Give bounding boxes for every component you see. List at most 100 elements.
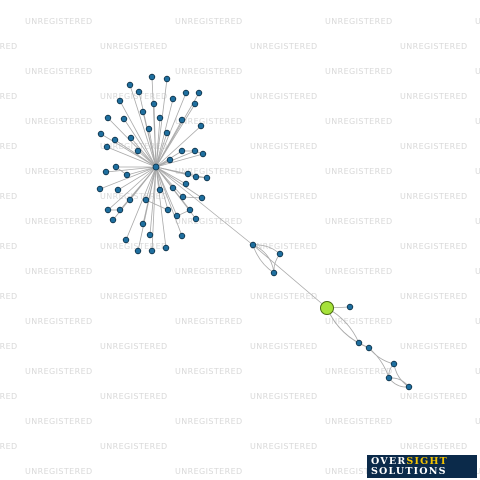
leaf-node — [139, 108, 147, 116]
watermark-text: UNREGISTERED — [175, 317, 243, 326]
hub-edge — [100, 133, 157, 168]
graph-nodes — [96, 73, 413, 391]
hub-edge — [155, 92, 187, 168]
leaf-node — [109, 216, 117, 224]
watermark-text: UNREGISTERED — [175, 117, 243, 126]
watermark-text: UNREGISTERED — [400, 392, 468, 401]
watermark-text: UNREGISTERED — [100, 442, 168, 451]
watermark-text: UNREGISTERED — [325, 17, 393, 26]
hub-edge — [149, 166, 157, 236]
hub-edge — [126, 166, 157, 176]
watermark-text: UNREGISTERED — [400, 442, 468, 451]
hub-edge — [155, 166, 167, 249]
watermark-text: UNREGISTERED — [25, 467, 93, 476]
watermark-text: UNREGISTERED — [175, 67, 243, 76]
watermark-text: UNREGISTERED — [325, 467, 393, 476]
leaf-node — [192, 215, 200, 223]
leaf-node — [145, 125, 153, 133]
hub-edge — [155, 153, 204, 168]
watermark-text: UNREGISTERED — [325, 417, 393, 426]
hub-edge — [155, 166, 161, 191]
leaf-node — [169, 184, 177, 192]
watermark-text: UNREGISTERED — [325, 67, 393, 76]
watermark-text: UNREGISTERED — [25, 267, 93, 276]
leaf-node — [163, 75, 171, 83]
hub-edge — [137, 166, 157, 252]
leaf-node — [139, 220, 147, 228]
watermark-text: UNREGISTERED — [0, 342, 18, 351]
watermark-text: UNREGISTERED — [325, 367, 393, 376]
leaf-node — [116, 206, 124, 214]
watermark-text: UNREGISTERED — [475, 167, 480, 176]
chain-node — [249, 241, 257, 249]
hub-edge — [155, 150, 196, 168]
hub-edge — [142, 111, 157, 168]
leaf-node — [96, 185, 104, 193]
leaf-node — [186, 206, 194, 214]
watermark-text: UNREGISTERED — [175, 267, 243, 276]
leaf-node — [182, 180, 190, 188]
leaf-node — [114, 186, 122, 194]
watermark-text: UNREGISTERED — [400, 342, 468, 351]
watermark-text: UNREGISTERED — [325, 117, 393, 126]
hub-edge — [155, 166, 189, 175]
leaf-node — [104, 114, 112, 122]
leaf-node — [191, 100, 199, 108]
watermark-text: UNREGISTERED — [400, 92, 468, 101]
watermark-text: UNREGISTERED — [400, 292, 468, 301]
chain-edge — [252, 244, 275, 274]
watermark-text: UNREGISTERED — [400, 242, 468, 251]
leaf-node — [104, 206, 112, 214]
chain-node — [355, 339, 363, 347]
watermark-text: UNREGISTERED — [475, 417, 480, 426]
chain-node — [405, 383, 413, 391]
oversight-solutions-logo: OVERSIGHT SOLUTIONS — [367, 455, 477, 478]
watermark-text: UNREGISTERED — [175, 417, 243, 426]
watermark-text: UNREGISTERED — [250, 92, 318, 101]
leaf-node — [103, 143, 111, 151]
graph-edges — [99, 76, 410, 388]
hub-edge — [151, 166, 157, 252]
leaf-edge — [145, 199, 169, 211]
hub-edge — [129, 166, 157, 201]
leaf-node — [203, 174, 211, 182]
watermark-text: UNREGISTERED — [100, 242, 168, 251]
leaf-node — [126, 81, 134, 89]
watermark-text: UNREGISTERED — [0, 292, 18, 301]
watermark-text: UNREGISTERED — [475, 117, 480, 126]
watermark-text: UNREGISTERED — [400, 42, 468, 51]
hub-edge — [155, 166, 203, 199]
logo-word-over: OVER — [371, 455, 407, 467]
chain-edge — [155, 166, 254, 246]
watermark-text: UNREGISTERED — [25, 417, 93, 426]
hub-edge — [155, 166, 174, 189]
leaf-node — [164, 206, 172, 214]
watermark-text: UNREGISTERED — [25, 167, 93, 176]
leaf-node — [169, 95, 177, 103]
watermark-text: UNREGISTERED — [400, 192, 468, 201]
watermark-text: UNREGISTERED — [0, 442, 18, 451]
leaf-node — [178, 147, 186, 155]
watermark-text: UNREGISTERED — [100, 42, 168, 51]
leaf-node — [173, 212, 181, 220]
watermark-text: UNREGISTERED — [400, 142, 468, 151]
watermark-text: UNREGISTERED — [325, 167, 393, 176]
watermark-text: UNREGISTERED — [0, 42, 18, 51]
chain-node — [270, 269, 278, 277]
hub-edge — [137, 150, 157, 168]
hub-edge — [129, 84, 157, 168]
leaf-node — [182, 89, 190, 97]
watermark-text: UNREGISTERED — [250, 192, 318, 201]
hub-edge — [155, 117, 161, 168]
leaf-node — [112, 163, 120, 171]
leaf-node — [135, 88, 143, 96]
hub-edge — [107, 166, 157, 211]
leaf-node — [126, 196, 134, 204]
watermark-text: UNREGISTERED — [0, 142, 18, 151]
hub-edge — [130, 137, 157, 168]
watermark-text: UNREGISTERED — [0, 242, 18, 251]
watermark-text: UNREGISTERED — [475, 267, 480, 276]
leaf-node — [163, 129, 171, 137]
leaf-node — [178, 232, 186, 240]
hub-edge — [125, 166, 157, 241]
